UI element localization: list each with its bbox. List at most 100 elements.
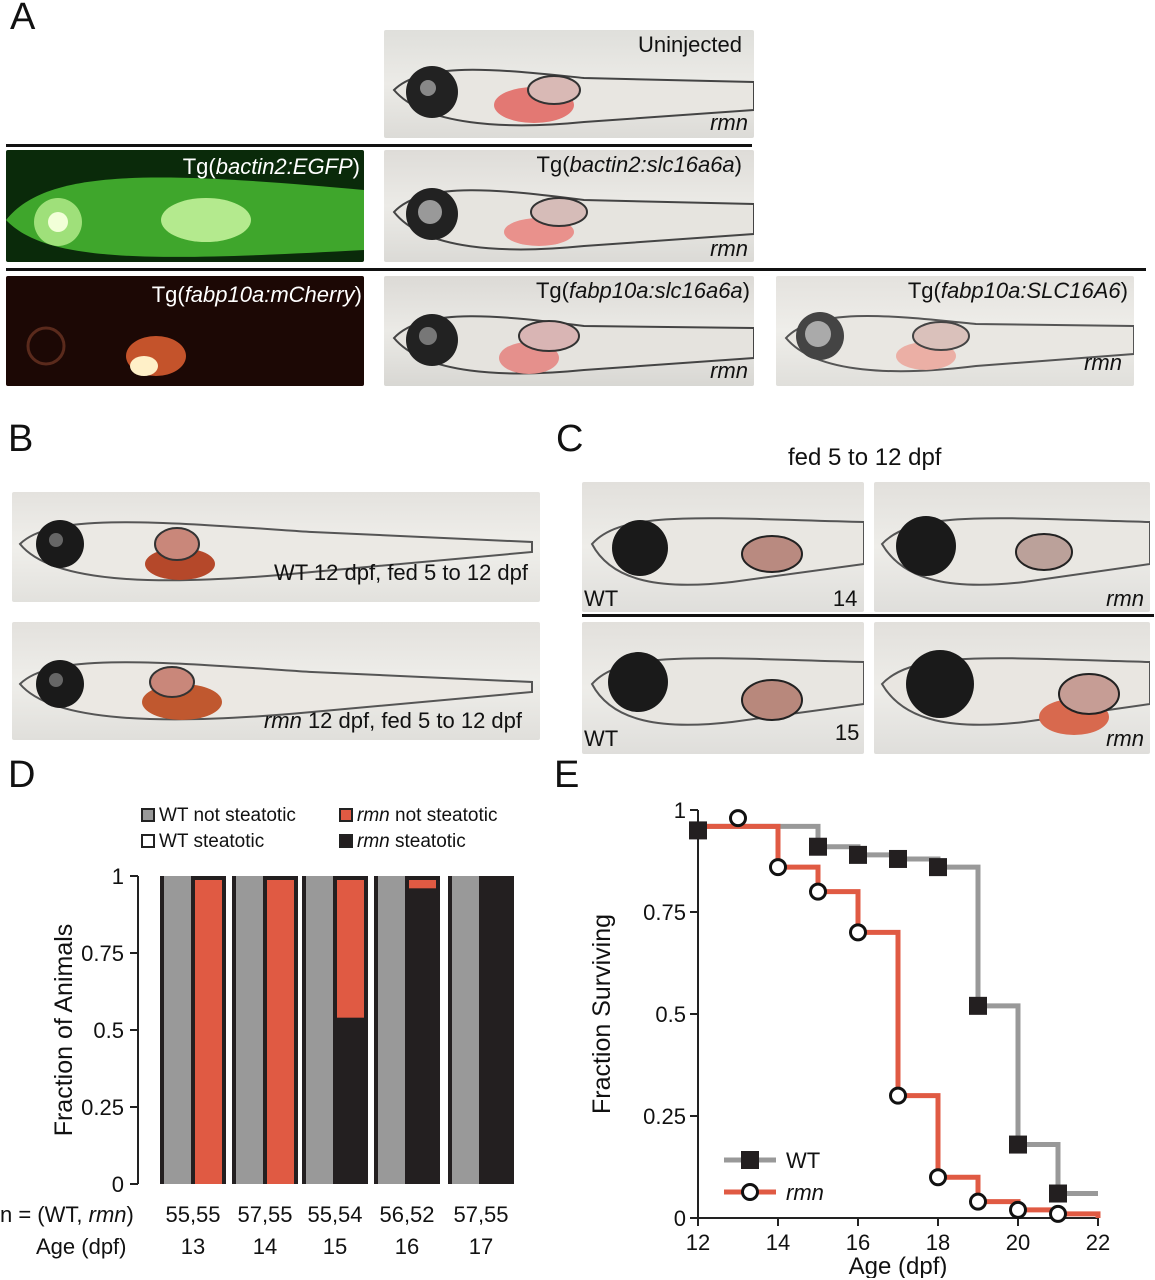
photo-rmn-15dpf-larva: rmn: [874, 622, 1150, 754]
label-rmn-12dpf: rmn 12 dpf, fed 5 to 12 dpf: [263, 708, 522, 733]
larva-illustration: [392, 188, 754, 251]
larva-illustration: [392, 314, 754, 375]
bar-rmn-steatotic: [337, 1017, 364, 1184]
legend-marker-rmn: [741, 1183, 759, 1201]
larva-illustration: [18, 520, 533, 582]
photo-rmn-14dpf-larva: rmn: [874, 482, 1150, 612]
marker-rmn: [729, 809, 747, 828]
legend-label-wt: WT: [786, 1148, 820, 1173]
marker-wt: [1049, 1184, 1067, 1203]
n-value: 57,55: [237, 1202, 293, 1227]
label-rmn: rmn: [710, 236, 748, 261]
label-tg-bactin2-egfp: Tg(bactin2:EGFP): [182, 154, 360, 179]
y-tick-label: 0: [674, 1206, 686, 1231]
legend-marker-wt: [741, 1151, 759, 1169]
label-rmn: rmn: [1106, 586, 1144, 611]
marker-wt: [849, 845, 867, 864]
panel-letter-d: D: [8, 754, 36, 796]
larva-illustration: [18, 660, 533, 721]
x-tick-label: 16: [846, 1230, 870, 1255]
label-tg-fabp10a-slc16a6: Tg(fabp10a:SLC16A6): [907, 278, 1128, 303]
y-tick-label: 1: [674, 798, 686, 823]
label-rmn: rmn: [710, 358, 748, 383]
n-value: 57,55: [453, 1202, 509, 1227]
larva-illustration: [880, 650, 1150, 735]
bar-wt-not-steatotic: [164, 876, 191, 1184]
marker-rmn: [809, 882, 827, 901]
panel-letter-c: C: [556, 418, 584, 460]
label-rmn: rmn: [1084, 350, 1122, 375]
marker-rmn: [889, 1086, 907, 1105]
marker-rmn: [849, 923, 867, 942]
bar-rmn-not-steatotic: [409, 880, 436, 889]
label-wt-12dpf: WT 12 dpf, fed 5 to 12 dpf: [274, 560, 528, 585]
legend-wt-not-steatotic: WT not steatotic: [141, 805, 296, 827]
y-tick-label: 0.75: [81, 941, 124, 966]
bar-rmn-steatotic: [483, 876, 510, 1184]
marker-wt: [809, 837, 827, 856]
label-wt: WT: [584, 586, 619, 611]
x-tick-label: 18: [926, 1230, 950, 1255]
divider: [6, 268, 1146, 271]
marker-rmn: [1049, 1204, 1067, 1223]
age-value: 16: [394, 1234, 420, 1259]
bar-wt-not-steatotic: [452, 876, 479, 1184]
y-tick-label: 0.25: [643, 1104, 686, 1129]
legend-rmn-steatotic: rmn steatotic: [339, 831, 466, 853]
y-tick-label: 0.75: [643, 900, 686, 925]
label-rmn: rmn: [1106, 726, 1144, 751]
legend-swatch: [339, 834, 353, 848]
panel-letter-e: E: [554, 754, 580, 796]
bar-rmn-not-steatotic: [267, 880, 294, 1184]
photo-egfp-larva: Tg(bactin2:EGFP): [6, 150, 364, 262]
n-value: 55,55: [165, 1202, 221, 1227]
age-value: 13: [180, 1234, 206, 1259]
y-tick-label: 0.5: [655, 1002, 686, 1027]
marker-rmn: [929, 1168, 947, 1187]
n-value: 56,52: [379, 1202, 435, 1227]
marker-rmn: [769, 858, 787, 877]
panel-letter-b: B: [8, 418, 34, 460]
age-row-label: Age (dpf): [36, 1234, 127, 1259]
x-tick-label: 14: [766, 1230, 790, 1255]
x-tick-label: 20: [1006, 1230, 1030, 1255]
n-value: 55,54: [307, 1202, 363, 1227]
bar-rmn-steatotic: [409, 888, 436, 1184]
age-value: 15: [322, 1234, 348, 1259]
larva-illustration: [590, 517, 864, 586]
marker-wt: [929, 858, 947, 877]
larva-illustration: [392, 66, 754, 127]
age-value: 14: [252, 1234, 278, 1259]
label-14dpf: 14 dpf: [832, 586, 864, 611]
x-tick-label: 12: [686, 1230, 710, 1255]
photo-wt-15dpf-larva: WT 15 dpf: [582, 622, 864, 754]
marker-wt: [1009, 1135, 1027, 1154]
legend-swatch: [339, 808, 353, 822]
photo-fabp10a-slc16a6a-larva: Tg(fabp10a:slc16a6a) rmn: [384, 276, 754, 386]
bar-rmn-not-steatotic: [337, 880, 364, 1018]
divider: [582, 614, 1154, 617]
label-wt: WT: [584, 726, 619, 751]
y-axis-label: Fraction of Animals: [50, 924, 78, 1137]
y-tick-label: 0: [112, 1172, 124, 1197]
y-tick-label: 1: [112, 864, 124, 889]
marker-rmn: [1009, 1200, 1027, 1219]
label-tg-fabp10a-mcherry: Tg(fabp10a:mCherry): [151, 282, 362, 307]
panel-c-title: fed 5 to 12 dpf: [788, 444, 942, 471]
larva-illustration: [6, 177, 364, 257]
y-tick-label: 0.5: [93, 1018, 124, 1043]
label-tg-fabp10a-slc16a6a: Tg(fabp10a:slc16a6a): [535, 278, 750, 303]
label-15dpf: 15 dpf: [834, 720, 864, 745]
legend-swatch: [141, 834, 155, 848]
larva-illustration: [784, 312, 1134, 373]
marker-wt: [689, 821, 707, 840]
marker-rmn: [969, 1192, 987, 1211]
n-row-label: n = (WT, rmn): [0, 1202, 134, 1227]
x-tick-label: 22: [1086, 1230, 1110, 1255]
legend-rmn-not-steatotic: rmn not steatotic: [339, 805, 497, 827]
age-value: 17: [468, 1234, 494, 1259]
larva-illustration: [880, 516, 1150, 586]
label-tg-bactin2-slc16a6a: Tg(bactin2:slc16a6a): [536, 152, 742, 177]
